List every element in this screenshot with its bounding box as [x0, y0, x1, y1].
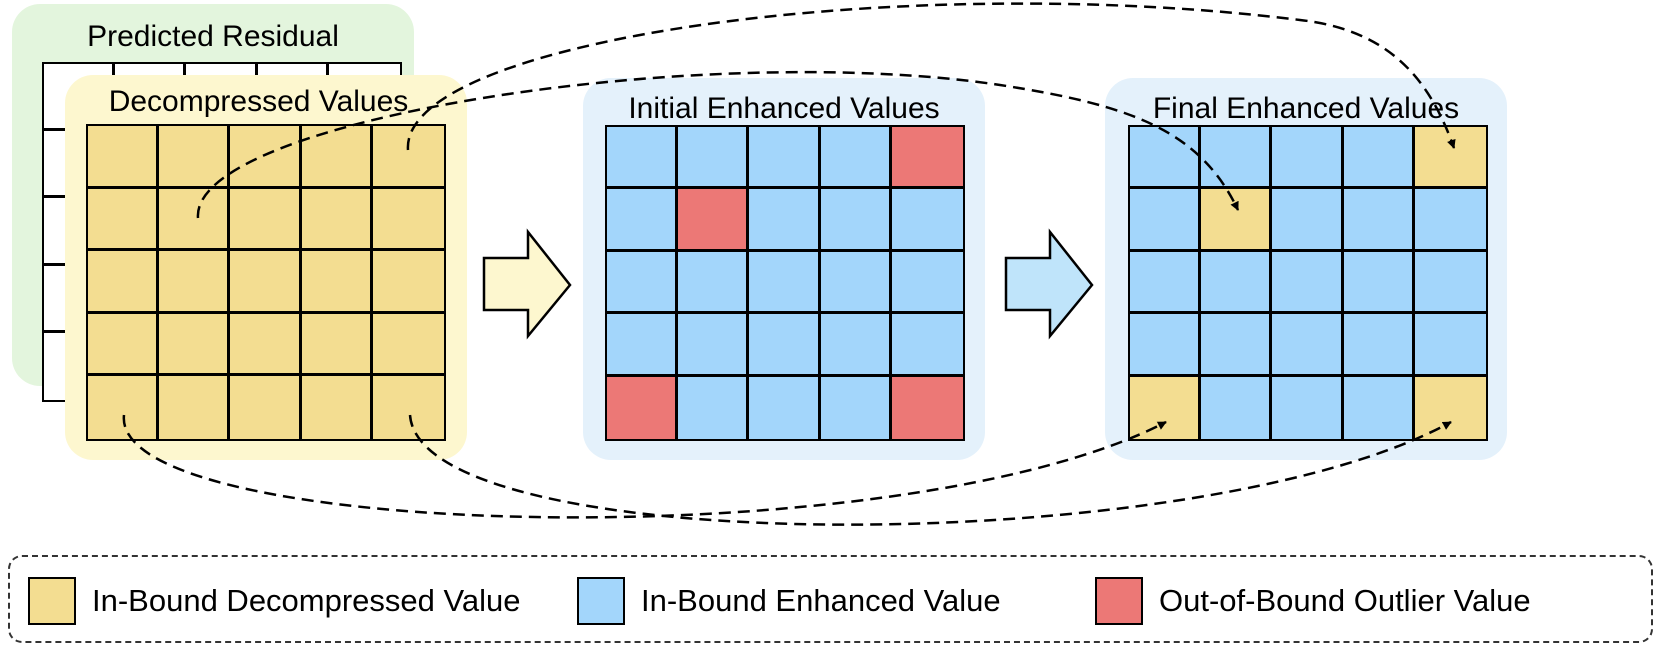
initial-cell-1-1 — [678, 189, 750, 252]
decompressed-cell-0-3 — [301, 126, 373, 189]
decompressed-cell-3-3 — [301, 313, 373, 377]
legend-box: In-Bound Decompressed Value In-Bound Enh… — [8, 555, 1653, 643]
decompressed-cell-4-0 — [88, 376, 160, 439]
initial-cell-3-4 — [891, 314, 963, 377]
initial-cell-2-3 — [820, 251, 892, 315]
decompressed-values-title: Decompressed Values — [108, 85, 409, 118]
initial-enhanced-grid — [605, 125, 965, 441]
block-arrow-blue — [1004, 228, 1094, 340]
final-cell-1-4 — [1414, 189, 1486, 252]
final-cell-3-4 — [1414, 314, 1486, 377]
initial-cell-1-3 — [820, 189, 892, 252]
final-cell-2-3 — [1343, 251, 1415, 315]
legend-item-in-bound-enhanced: In-Bound Enhanced Value — [577, 577, 1001, 625]
final-cell-2-4 — [1414, 251, 1486, 315]
decompressed-values-grid — [86, 124, 446, 441]
decompressed-cell-2-4 — [372, 251, 444, 314]
decompressed-cell-2-0 — [88, 251, 160, 314]
decompressed-cell-4-3 — [301, 376, 373, 439]
initial-cell-0-2 — [749, 127, 821, 190]
final-cell-4-1 — [1201, 376, 1273, 439]
initial-cell-0-3 — [820, 127, 892, 190]
decompressed-cell-1-3 — [301, 188, 373, 252]
initial-cell-3-0 — [607, 314, 679, 377]
final-enhanced-grid — [1128, 125, 1488, 441]
connector-top-right — [406, 2, 1456, 151]
decompressed-cell-3-2 — [230, 313, 302, 377]
decompressed-cell-2-3 — [301, 251, 373, 314]
initial-cell-3-1 — [678, 314, 750, 377]
block-arrow-yellow — [482, 228, 572, 340]
decompressed-cell-4-2 — [230, 376, 302, 439]
decompressed-cell-0-2 — [230, 126, 302, 189]
legend-swatch-in-bound-enhanced — [577, 577, 625, 625]
legend-item-out-of-bound-outlier: Out-of-Bound Outlier Value — [1095, 577, 1531, 625]
legend-item-in-bound-decompressed: In-Bound Decompressed Value — [28, 577, 521, 625]
initial-cell-3-3 — [820, 314, 892, 377]
decompressed-cell-4-4 — [372, 376, 444, 439]
final-cell-1-3 — [1343, 189, 1415, 252]
initial-cell-0-4 — [891, 127, 963, 190]
final-cell-0-1 — [1201, 127, 1273, 190]
initial-enhanced-title: Initial Enhanced Values — [628, 92, 940, 125]
final-cell-4-2 — [1272, 376, 1344, 439]
initial-cell-4-3 — [820, 376, 892, 439]
connector-row2 — [196, 70, 1240, 219]
decompressed-cell-2-2 — [230, 251, 302, 314]
initial-cell-0-0 — [607, 127, 679, 190]
decompressed-cell-1-4 — [372, 188, 444, 252]
connector-bottom-left — [122, 414, 1167, 519]
final-cell-3-1 — [1201, 314, 1273, 377]
legend-label-out-of-bound-outlier: Out-of-Bound Outlier Value — [1159, 583, 1531, 618]
final-cell-2-2 — [1272, 251, 1344, 315]
decompressed-cell-1-0 — [88, 188, 160, 252]
initial-cell-4-2 — [749, 376, 821, 439]
decompressed-cell-4-1 — [159, 376, 231, 439]
final-cell-2-1 — [1201, 251, 1273, 315]
final-cell-2-0 — [1130, 251, 1202, 315]
final-cell-1-2 — [1272, 189, 1344, 252]
final-cell-0-3 — [1343, 127, 1415, 190]
initial-cell-2-0 — [607, 251, 679, 315]
decompressed-cell-0-0 — [88, 126, 160, 189]
initial-cell-4-4 — [891, 376, 963, 439]
initial-cell-1-4 — [891, 189, 963, 252]
decompressed-cell-2-1 — [159, 251, 231, 314]
final-cell-3-2 — [1272, 314, 1344, 377]
initial-cell-2-1 — [678, 251, 750, 315]
initial-cell-2-2 — [749, 251, 821, 315]
decompressed-cell-0-1 — [159, 126, 231, 189]
initial-cell-4-1 — [678, 376, 750, 439]
final-cell-1-0 — [1130, 189, 1202, 252]
decompressed-cell-0-4 — [372, 126, 444, 189]
final-cell-3-0 — [1130, 314, 1202, 377]
initial-cell-0-1 — [678, 127, 750, 190]
final-enhanced-title: Final Enhanced Values — [1152, 92, 1460, 125]
decompressed-cell-1-2 — [230, 188, 302, 252]
initial-cell-3-2 — [749, 314, 821, 377]
legend-swatch-in-bound-decompressed — [28, 577, 76, 625]
decompressed-cell-1-1 — [159, 188, 231, 252]
initial-cell-1-2 — [749, 189, 821, 252]
legend-label-in-bound-enhanced: In-Bound Enhanced Value — [641, 583, 1001, 618]
final-cell-4-3 — [1343, 376, 1415, 439]
predicted-residual-title: Predicted Residual — [87, 20, 339, 53]
final-cell-3-3 — [1343, 314, 1415, 377]
final-cell-0-0 — [1130, 127, 1202, 190]
legend-swatch-out-of-bound-outlier — [1095, 577, 1143, 625]
decompressed-cell-3-1 — [159, 313, 231, 377]
final-cell-0-2 — [1272, 127, 1344, 190]
initial-cell-2-4 — [891, 251, 963, 315]
connector-bottom-right — [408, 414, 1452, 526]
initial-cell-1-0 — [607, 189, 679, 252]
final-cell-1-1 — [1201, 189, 1273, 252]
legend-label-in-bound-decompressed: In-Bound Decompressed Value — [92, 583, 521, 618]
decompressed-cell-3-4 — [372, 313, 444, 377]
final-cell-0-4 — [1414, 127, 1486, 190]
initial-cell-4-0 — [607, 376, 679, 439]
decompressed-cell-3-0 — [88, 313, 160, 377]
